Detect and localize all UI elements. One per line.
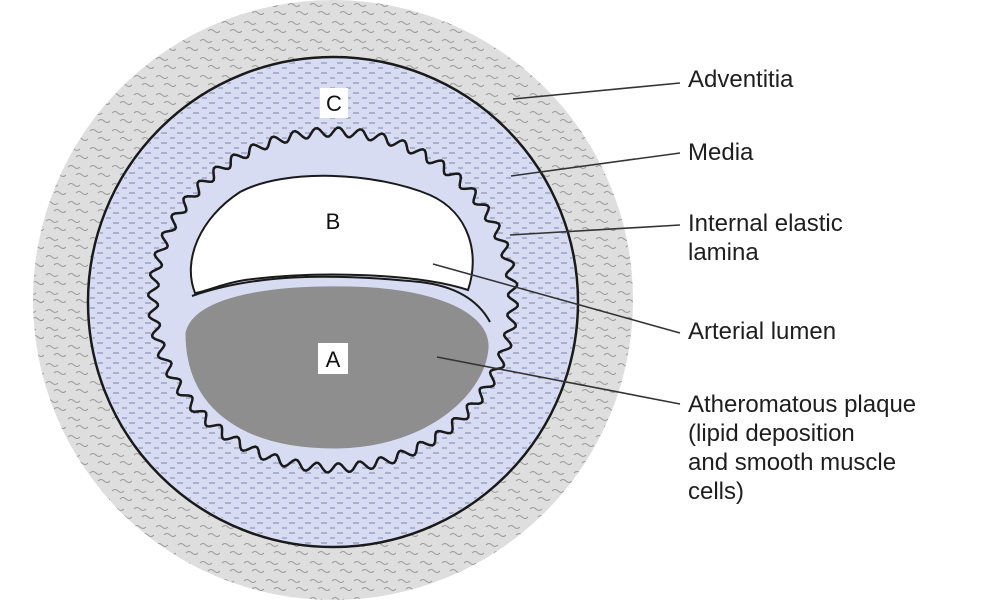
label-internal-elastic-lamina: Internal elastic lamina [688, 209, 843, 267]
label-atheromatous-plaque-line-4: cells) [688, 477, 916, 506]
label-internal-elastic-lamina-line-2: lamina [688, 238, 843, 267]
label-internal-elastic-lamina-line-1: Internal elastic [688, 209, 843, 238]
label-atheromatous-plaque: Atheromatous plaque (lipid deposition an… [688, 390, 916, 506]
label-adventitia: Adventitia [688, 65, 793, 94]
label-arterial-lumen: Arterial lumen [688, 317, 836, 346]
label-atheromatous-plaque-line-3: and smooth muscle [688, 448, 916, 477]
region-letter-b: B [326, 209, 341, 234]
region-letter-a: A [326, 347, 341, 372]
region-letter-c: C [326, 91, 342, 116]
label-media: Media [688, 138, 753, 167]
label-atheromatous-plaque-line-1: Atheromatous plaque [688, 390, 916, 419]
label-atheromatous-plaque-line-2: (lipid deposition [688, 419, 916, 448]
